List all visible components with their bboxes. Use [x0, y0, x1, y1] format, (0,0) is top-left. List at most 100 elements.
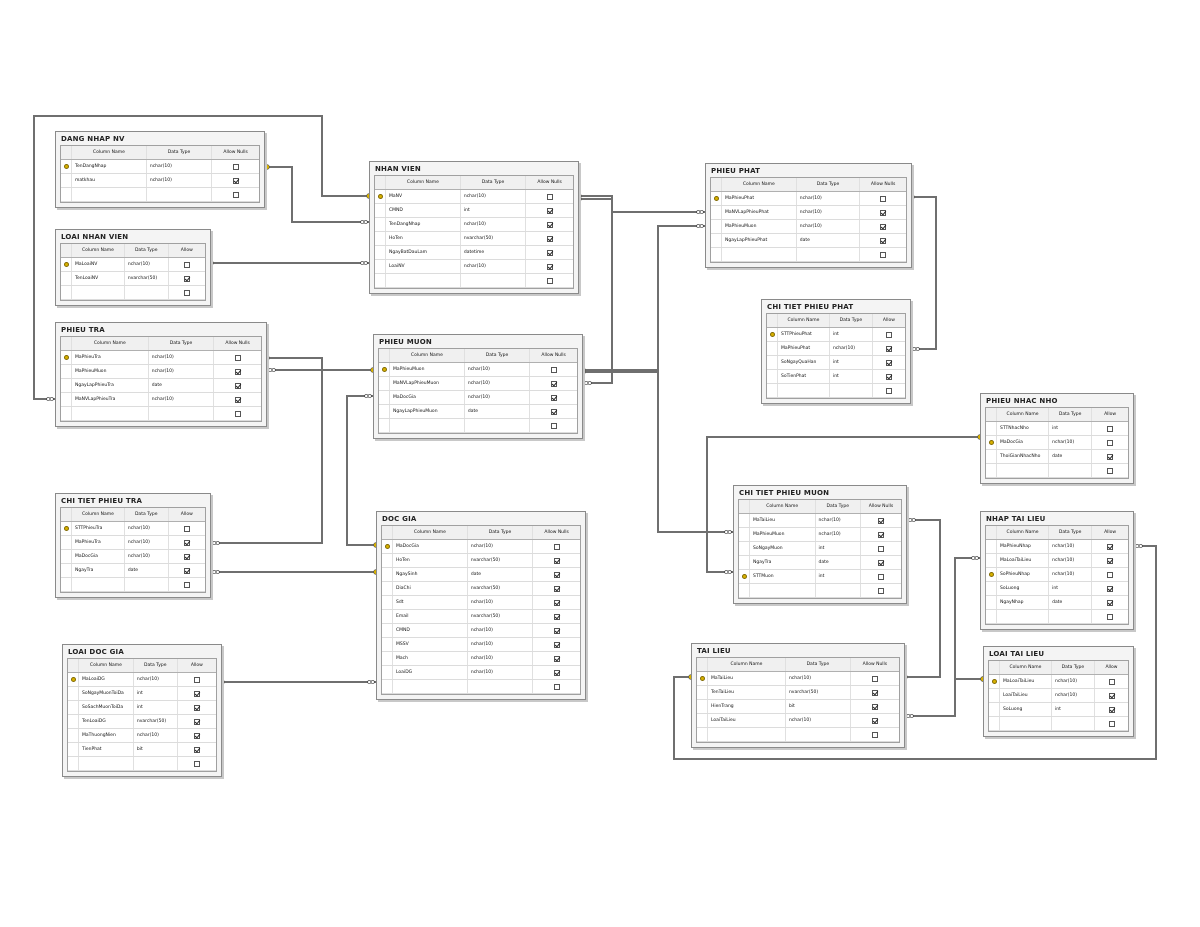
row-selector[interactable]	[382, 540, 393, 553]
row-selector[interactable]	[61, 174, 72, 187]
row-selector[interactable]	[711, 206, 722, 219]
relationship-docgia-phieunhacnho[interactable]	[706, 436, 980, 573]
column-name-cell[interactable]: NgayLapPhieuMuon	[390, 405, 465, 418]
allow-nulls-checkbox[interactable]	[553, 641, 560, 648]
table-title[interactable]: LOAI NHAN VIEN	[61, 233, 129, 241]
data-type-cell[interactable]	[830, 384, 874, 397]
row-selector[interactable]	[61, 407, 72, 420]
empty-row[interactable]	[375, 274, 573, 288]
data-type-cell[interactable]: nchar(10)	[461, 260, 527, 273]
row-selector[interactable]	[697, 686, 708, 699]
row-selector[interactable]	[767, 328, 778, 341]
data-type-cell[interactable]: nchar(10)	[1052, 689, 1096, 702]
row-selector[interactable]	[382, 652, 393, 665]
row-selector[interactable]	[739, 528, 750, 541]
allow-nulls-checkbox[interactable]	[550, 394, 557, 401]
data-type-cell[interactable]: int	[830, 356, 874, 369]
table-title[interactable]: PHIEU MUON	[379, 338, 432, 346]
row-selector[interactable]	[375, 232, 386, 245]
column-name-cell[interactable]	[778, 384, 830, 397]
data-type-cell[interactable]: nchar(10)	[468, 666, 534, 679]
allow-nulls-checkbox[interactable]	[553, 543, 560, 550]
data-type-cell[interactable]: date	[1049, 596, 1093, 609]
row-selector[interactable]	[379, 377, 390, 390]
column-name-cell[interactable]: MaPhieuMuon	[390, 363, 465, 376]
data-type-cell[interactable]: int	[1052, 703, 1096, 716]
allow-nulls-checkbox[interactable]	[1107, 543, 1114, 550]
allow-nulls-checkbox[interactable]	[550, 408, 557, 415]
allow-nulls-checkbox[interactable]	[234, 368, 241, 375]
row-selector[interactable]	[379, 391, 390, 404]
row-selector[interactable]	[379, 419, 390, 432]
relationship-phieumuon-phieuphat[interactable]	[583, 225, 705, 371]
row-selector[interactable]	[989, 675, 1000, 688]
empty-row[interactable]	[986, 610, 1128, 624]
column-name-cell[interactable]: MaTaiLieu	[750, 514, 816, 527]
allow-nulls-checkbox[interactable]	[1107, 613, 1114, 620]
table-title[interactable]: CHI TIET PHIEU PHAT	[767, 303, 854, 311]
allow-nulls-checkbox[interactable]	[886, 331, 893, 338]
column-name-cell[interactable]: LoaiNV	[386, 260, 461, 273]
row-selector[interactable]	[61, 258, 72, 271]
column-name-cell[interactable]: MaPhieuTra	[72, 351, 149, 364]
empty-row[interactable]	[61, 188, 259, 202]
allow-nulls-checkbox[interactable]	[553, 669, 560, 676]
allow-nulls-checkbox[interactable]	[878, 573, 885, 580]
row-selector[interactable]	[68, 757, 79, 770]
column-name-cell[interactable]: MaLoaiDG	[79, 673, 134, 686]
row-selector[interactable]	[375, 218, 386, 231]
table-title[interactable]: CHI TIET PHIEU TRA	[61, 497, 143, 505]
empty-row[interactable]	[739, 584, 901, 598]
allow-nulls-checkbox[interactable]	[553, 627, 560, 634]
row-selector[interactable]	[382, 582, 393, 595]
column-name-cell[interactable]: NgaySinh	[393, 568, 468, 581]
data-type-cell[interactable]: nvarchar(50)	[468, 610, 534, 623]
row-selector[interactable]	[61, 578, 72, 591]
row-selector[interactable]	[61, 188, 72, 201]
column-name-cell[interactable]: MaPhieuMuon	[750, 528, 816, 541]
column-name-cell[interactable]: MaDocGia	[997, 436, 1050, 449]
allow-nulls-checkbox[interactable]	[878, 531, 885, 538]
data-type-cell[interactable]	[149, 407, 215, 420]
allow-nulls-checkbox[interactable]	[550, 422, 557, 429]
row-selector[interactable]	[697, 672, 708, 685]
column-name-cell[interactable]	[386, 274, 461, 287]
column-name-cell[interactable]: TenDangNhap	[72, 160, 147, 173]
table-title[interactable]: PHIEU NHAC NHO	[986, 397, 1058, 405]
row-selector[interactable]	[68, 729, 79, 742]
column-name-cell[interactable]: MaNVLapPhieuTra	[72, 393, 149, 406]
data-type-cell[interactable]: nvarchar(50)	[134, 715, 178, 728]
allow-nulls-checkbox[interactable]	[553, 571, 560, 578]
data-type-cell[interactable]: nvarchar(50)	[461, 232, 527, 245]
column-name-cell[interactable]: SoSachMuonToiDa	[79, 701, 134, 714]
relationship-nhanvien-phieumuon[interactable]	[579, 195, 613, 384]
allow-nulls-checkbox[interactable]	[871, 689, 878, 696]
table-title[interactable]: PHIEU TRA	[61, 326, 105, 334]
column-name-cell[interactable]: STTMuon	[750, 570, 816, 583]
data-type-cell[interactable]: bit	[134, 743, 178, 756]
column-name-cell[interactable]: SoLuong	[997, 582, 1050, 595]
data-type-cell[interactable]: date	[816, 556, 862, 569]
row-selector[interactable]	[986, 582, 997, 595]
data-type-cell[interactable]: int	[1049, 582, 1093, 595]
column-name-cell[interactable]: LoaiTaiLieu	[708, 714, 786, 727]
column-name-cell[interactable]: MaDocGia	[393, 540, 468, 553]
allow-nulls-checkbox[interactable]	[234, 354, 241, 361]
data-type-cell[interactable]: nchar(10)	[468, 638, 534, 651]
row-selector[interactable]	[61, 351, 72, 364]
